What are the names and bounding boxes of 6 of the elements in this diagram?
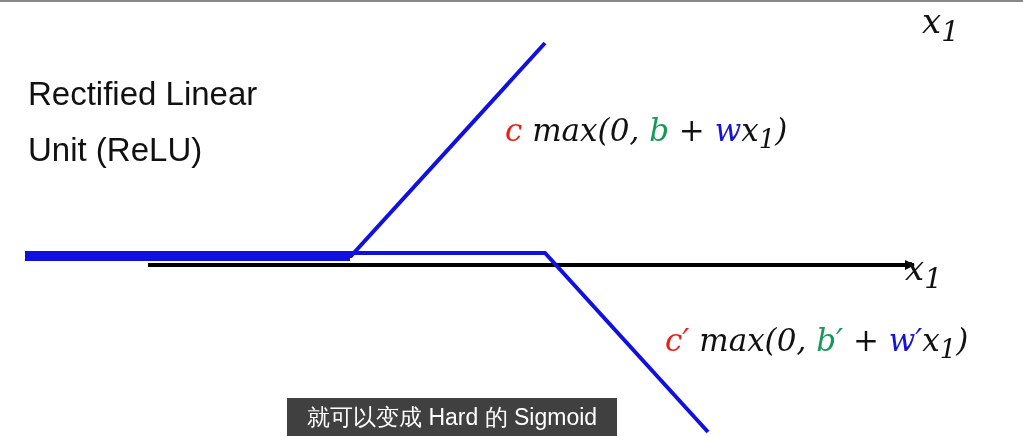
axis-label: x$_{1}$ [905,248,943,295]
subtitle-caption: 就可以变成 Hard 的 Sigmoid [287,398,618,436]
axis-label: x$_{1}$ [922,2,960,50]
slide-title: Rectified Linear Unit (ReLU) [28,74,259,170]
formula: c′ max(0, b′ + w′x$_{1}$) [665,322,969,365]
formula: c max(0, b + wx$_{1}$) [505,112,788,155]
